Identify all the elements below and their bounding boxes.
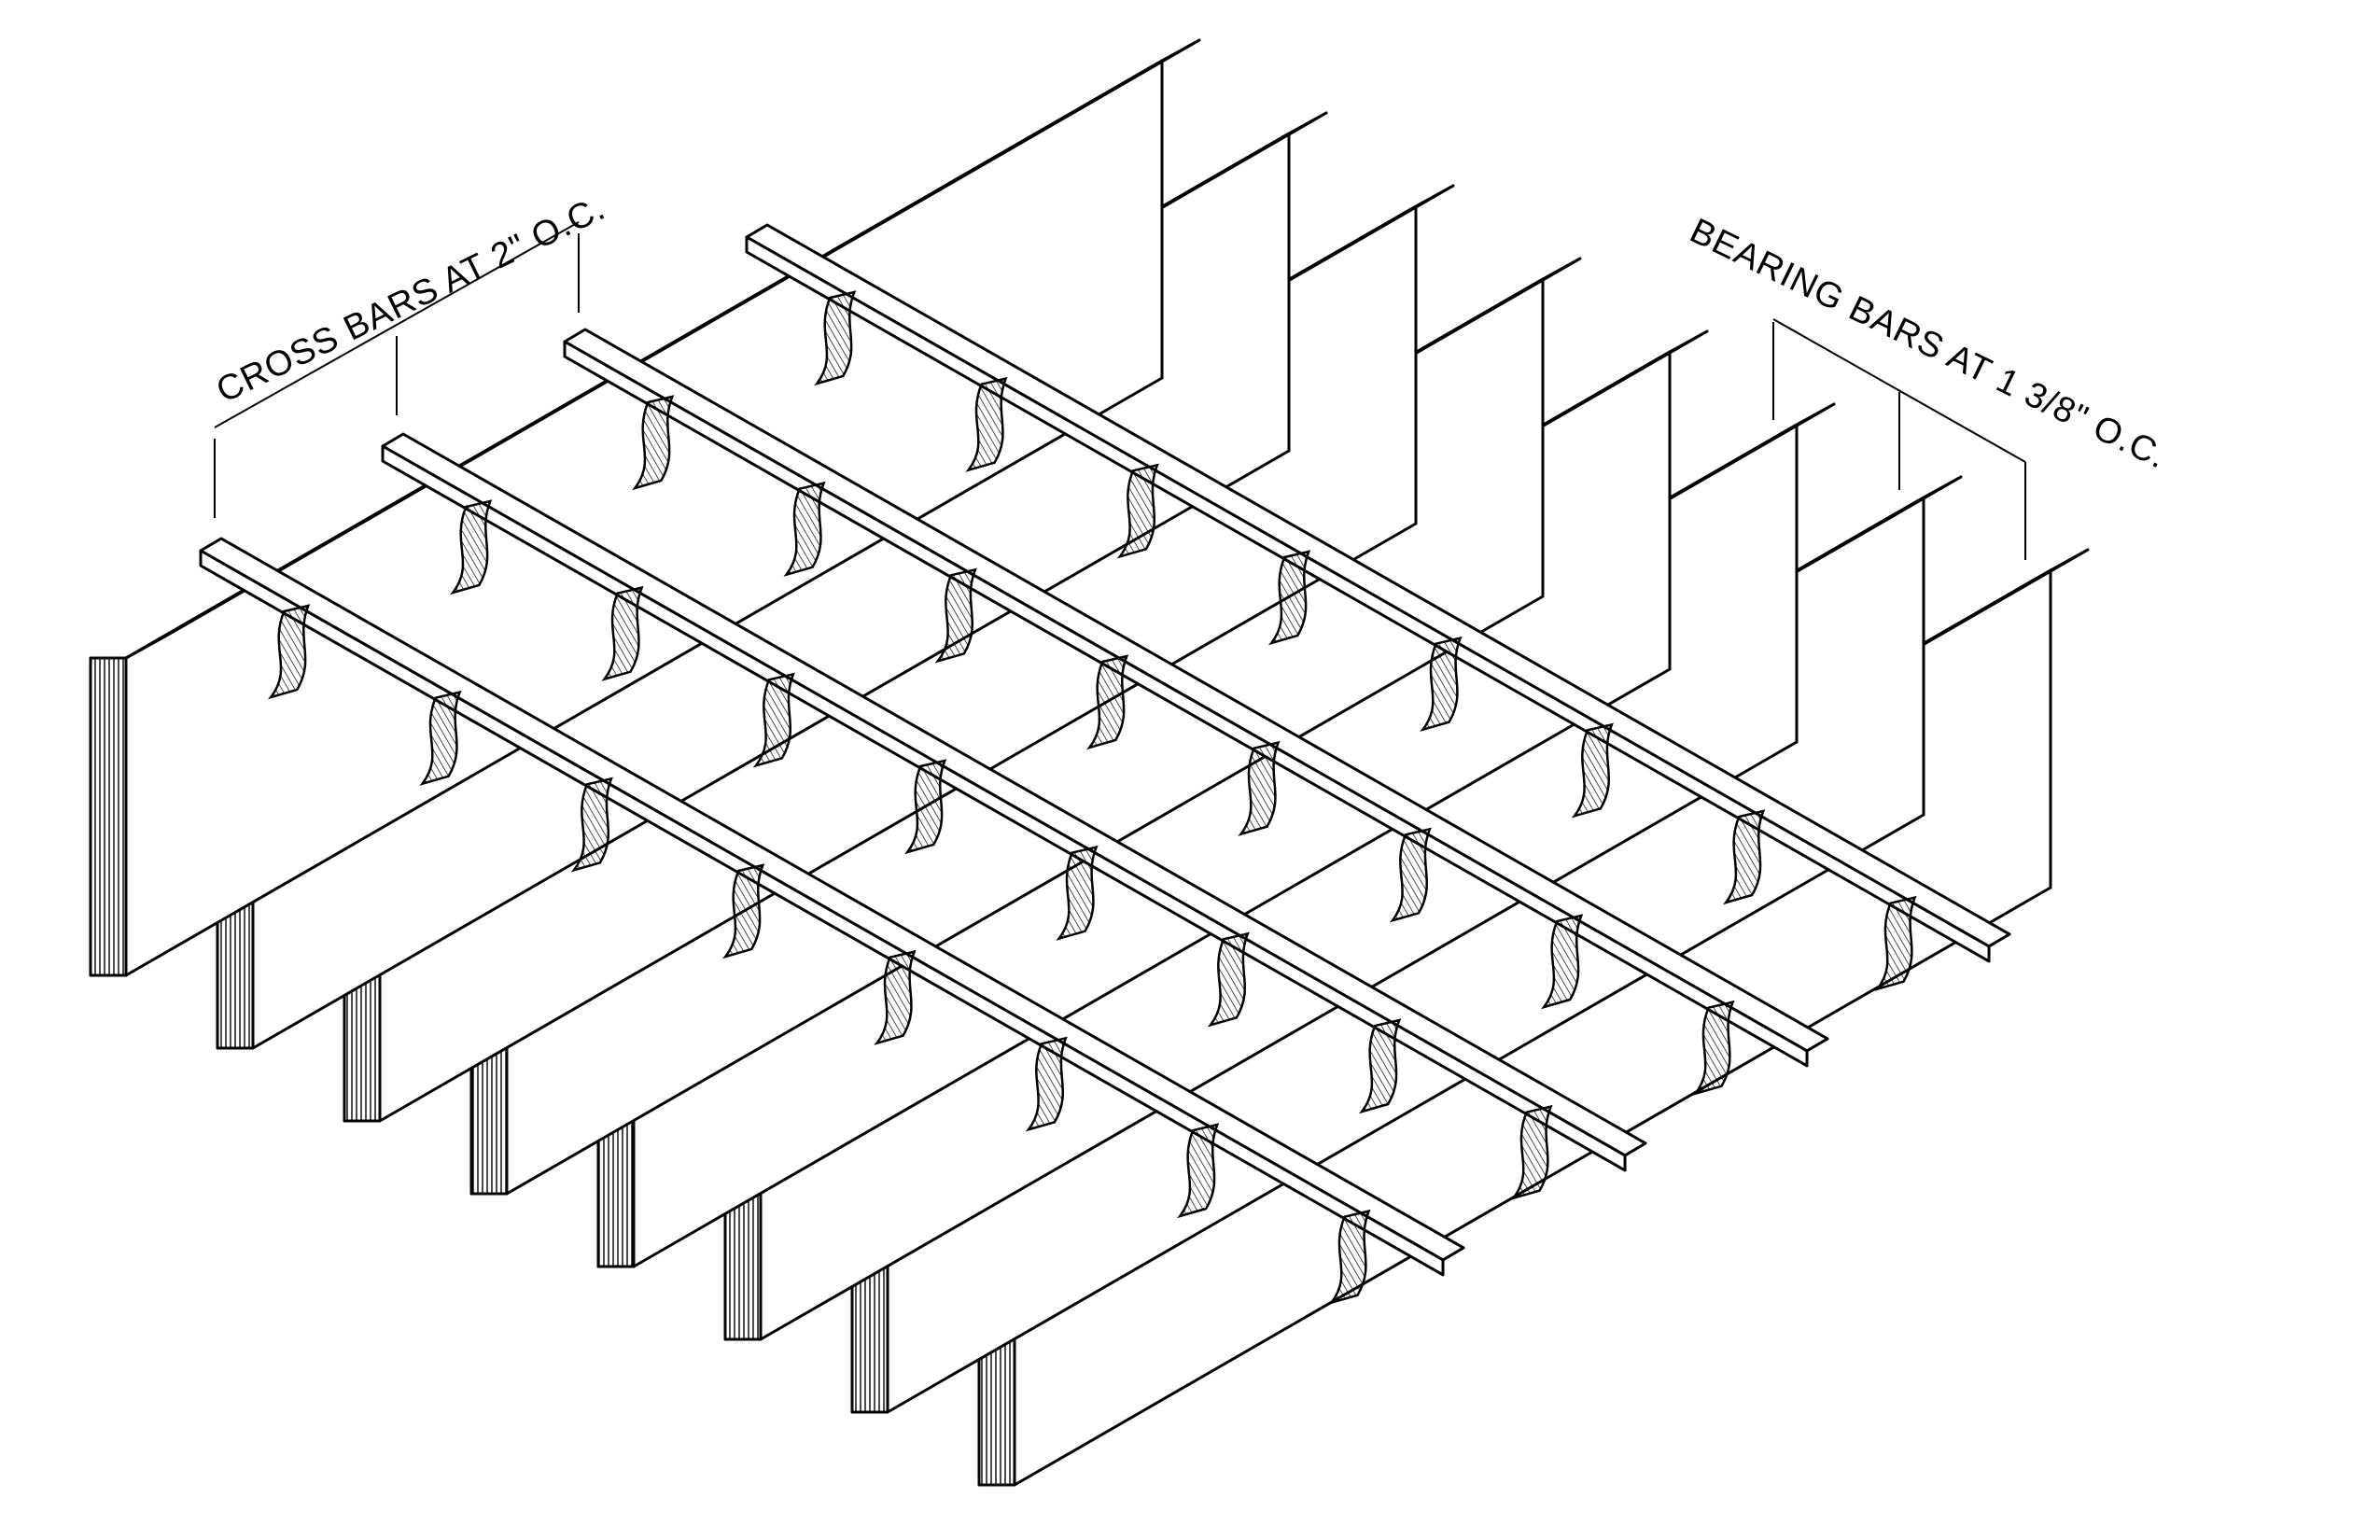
dim-line: [1772, 318, 2026, 463]
bearing-bar-end: [89, 656, 128, 977]
cross-bar-twist: [1116, 463, 1159, 559]
cross-bar-twist: [1086, 654, 1129, 750]
dim-line: [214, 221, 580, 428]
bearing-bars-label: BEARING BARS AT 1 3/8" O.C.: [1684, 211, 2173, 476]
cross-bar-side: [745, 235, 1991, 963]
cross-bar-twist: [904, 759, 947, 855]
cross-bar-twist: [1358, 1018, 1402, 1114]
cross-bar-twist: [1510, 1104, 1553, 1200]
cross-bar-twist: [1207, 931, 1250, 1028]
cross-bar-twist: [450, 499, 493, 595]
cross-bar-twist: [1328, 1209, 1371, 1305]
cross-bar-twist: [752, 672, 795, 768]
cross-bar: [563, 328, 1829, 1096]
cross-bar-twist: [874, 949, 917, 1045]
cross-bar-twist: [1268, 550, 1311, 646]
cross-bar-twist: [570, 777, 613, 873]
cross-bar-twist: [783, 481, 826, 577]
cross-bar-twist: [1571, 722, 1614, 819]
cross-bar: [199, 537, 1465, 1305]
cross-bar-twist: [419, 690, 462, 786]
cross-bar-twist: [1238, 740, 1281, 836]
cross-bars-label: CROSS BARS AT 2" O.C.: [211, 189, 612, 411]
cross-bar-side: [563, 340, 1809, 1068]
cross-bar-side: [381, 444, 1627, 1172]
cross-bar-twist: [1540, 914, 1584, 1010]
cross-bar-twist: [814, 290, 857, 386]
cross-bar-twist: [1722, 809, 1766, 905]
cross-bar-twist: [1874, 895, 1917, 991]
cross-bar-twist: [1176, 1123, 1220, 1219]
cross-bar-twist: [722, 863, 765, 959]
cross-bar-twist: [601, 585, 644, 681]
cross-bar-twist: [1056, 845, 1099, 941]
bearing-bar: [89, 38, 1201, 977]
cross-bar-twist: [1420, 636, 1463, 732]
cross-bar-twist: [1025, 1036, 1068, 1132]
grating-bars: [89, 38, 2090, 1487]
cross-bar-twist: [632, 395, 675, 491]
cross-bar-side: [199, 549, 1445, 1277]
cross-bar: [745, 223, 2011, 991]
cross-bar: [381, 432, 1647, 1200]
cross-bar-twist: [934, 567, 977, 664]
cross-bar-twist: [268, 604, 311, 700]
cross-bar-twist: [1692, 1000, 1735, 1096]
cross-bar-twist: [965, 376, 1008, 472]
cross-bar-twist: [1389, 827, 1432, 923]
dimension-lines: [214, 221, 2026, 560]
